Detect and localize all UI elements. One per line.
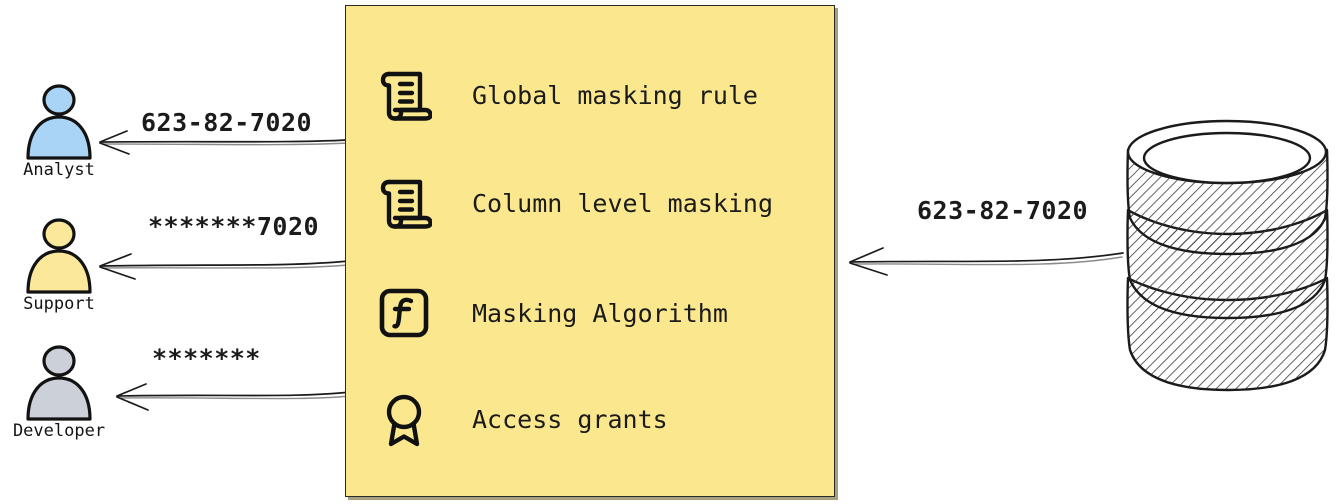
scroll-icon xyxy=(380,71,432,121)
actor-support[interactable]: Support xyxy=(4,218,114,314)
policy-label: Global masking rule xyxy=(472,80,758,110)
policy-row-global-masking-rule[interactable]: Global masking rule xyxy=(376,64,758,126)
policy-label: Column level masking xyxy=(472,188,774,218)
database-cylinder-icon[interactable] xyxy=(1120,118,1335,393)
policy-row-masking-algorithm[interactable]: Masking Algorithm xyxy=(376,282,728,344)
flow-label-developer: ******* xyxy=(152,344,261,373)
arrow-from-database xyxy=(849,247,1124,276)
user-icon xyxy=(26,345,92,421)
policy-row-column-level-masking[interactable]: Column level masking xyxy=(376,172,773,234)
arrow-to-analyst xyxy=(99,130,349,155)
function-icon xyxy=(379,288,429,338)
award-icon xyxy=(386,394,422,447)
user-icon xyxy=(26,218,92,294)
flow-label-database: 623-82-7020 xyxy=(917,196,1089,225)
flow-label-analyst: 623-82-7020 xyxy=(141,108,313,137)
actor-analyst[interactable]: Analyst xyxy=(4,84,114,180)
actor-label: Developer xyxy=(12,421,106,441)
policy-label: Access grants xyxy=(472,404,668,434)
arrow-to-support xyxy=(99,253,350,280)
actor-label: Analyst xyxy=(23,160,95,180)
user-icon xyxy=(26,84,92,160)
policy-label: Masking Algorithm xyxy=(472,298,728,328)
actor-developer[interactable]: Developer xyxy=(4,345,114,441)
flow-label-support: *******7020 xyxy=(148,212,320,241)
actor-label: Support xyxy=(23,294,95,314)
policy-row-access-grants[interactable]: Access grants xyxy=(376,388,668,450)
scroll-icon xyxy=(380,179,432,229)
policy-panel: Global masking rule Column level masking xyxy=(345,5,835,497)
arrow-to-developer xyxy=(116,383,351,411)
